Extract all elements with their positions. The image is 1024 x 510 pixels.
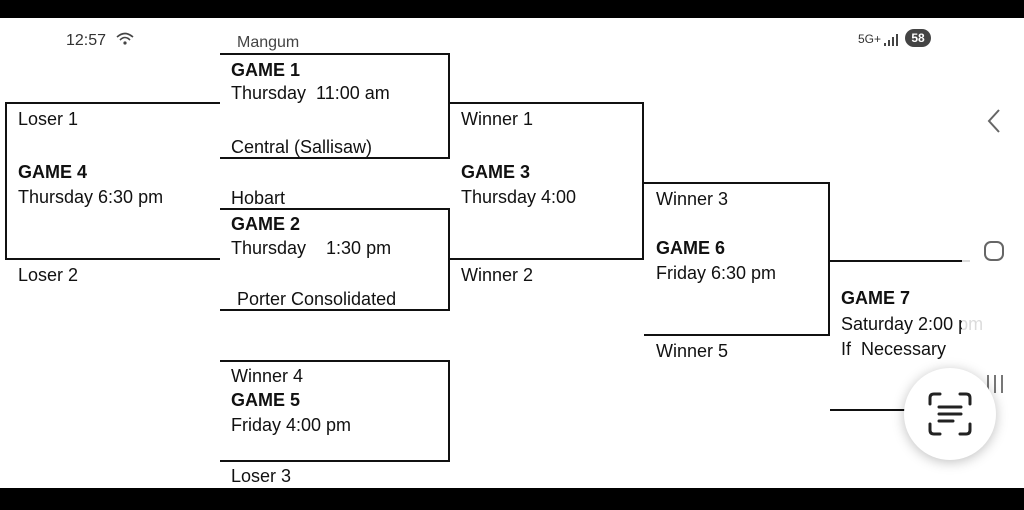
game3-top-slot: Winner 1 (461, 109, 534, 129)
game2-top-team: Hobart (231, 188, 286, 208)
game1-bottom-team: Central (Sallisaw) (231, 137, 373, 157)
text-scan-button[interactable] (904, 368, 996, 460)
game1-top-line (220, 53, 450, 55)
game1-connector (448, 53, 450, 159)
game5-bottom-line (220, 460, 450, 462)
network-label: 5G+ (858, 32, 882, 46)
game4-schedule: Thursday 6:30 pm (18, 187, 164, 207)
game2-top-line (220, 208, 450, 210)
game6-connector (828, 182, 830, 336)
scan-text-icon (928, 392, 972, 436)
game3-connector (642, 102, 644, 260)
game4-connector (5, 102, 7, 260)
game1-schedule: Thursday 11:00 am (231, 83, 390, 103)
game4-bottom-line (5, 258, 220, 260)
game7-title: GAME 7 (841, 288, 911, 308)
game6-top-line (644, 182, 830, 184)
game4-top-slot: Loser 1 (18, 109, 79, 129)
home-icon[interactable] (983, 240, 1005, 262)
game3-bottom-slot: Winner 2 (461, 265, 534, 285)
game6-schedule: Friday 6:30 pm (656, 263, 777, 283)
game6-bottom-slot: Winner 5 (656, 341, 729, 361)
game6-bottom-line (644, 334, 830, 336)
game3-top-line (448, 102, 644, 104)
game1-bottom-line (220, 157, 450, 159)
game1-top-team: Mangum (237, 34, 300, 51)
game5-top-slot: Winner 4 (231, 366, 304, 386)
game2-bottom-line (220, 309, 450, 311)
game7-note: If Necessary (841, 339, 947, 359)
status-time: 12:57 (66, 32, 107, 49)
battery-badge: 58 (905, 29, 931, 47)
game3-title: GAME 3 (461, 162, 531, 182)
game4-title: GAME 4 (18, 162, 88, 182)
game4-bottom-slot: Loser 2 (18, 265, 79, 285)
wifi-icon (116, 32, 134, 45)
game5-top-line (220, 360, 450, 362)
game5-title: GAME 5 (231, 390, 301, 410)
game5-connector (448, 360, 450, 462)
game6-title: GAME 6 (656, 238, 726, 258)
game5-bottom-slot: Loser 3 (231, 466, 292, 486)
game2-title: GAME 2 (231, 214, 301, 234)
game1-title: GAME 1 (231, 60, 301, 80)
game2-schedule: Thursday 1:30 pm (231, 238, 392, 258)
game3-bottom-line (448, 258, 644, 260)
game7-bottom-line (830, 409, 970, 411)
game2-bottom-team: Porter Consolidated (237, 289, 397, 309)
game7-top-line (830, 260, 970, 262)
game3-schedule: Thursday 4:00 (461, 187, 577, 207)
game6-top-slot: Winner 3 (656, 189, 729, 209)
game4-top-line (5, 102, 220, 104)
bracket-image: 12:57 5G+ 58 Mangum GAME 1 Thursday 11:0… (0, 18, 1024, 488)
game5-schedule: Friday 4:00 pm (231, 415, 352, 435)
back-icon[interactable] (985, 108, 1003, 134)
signal-icon (884, 34, 898, 46)
